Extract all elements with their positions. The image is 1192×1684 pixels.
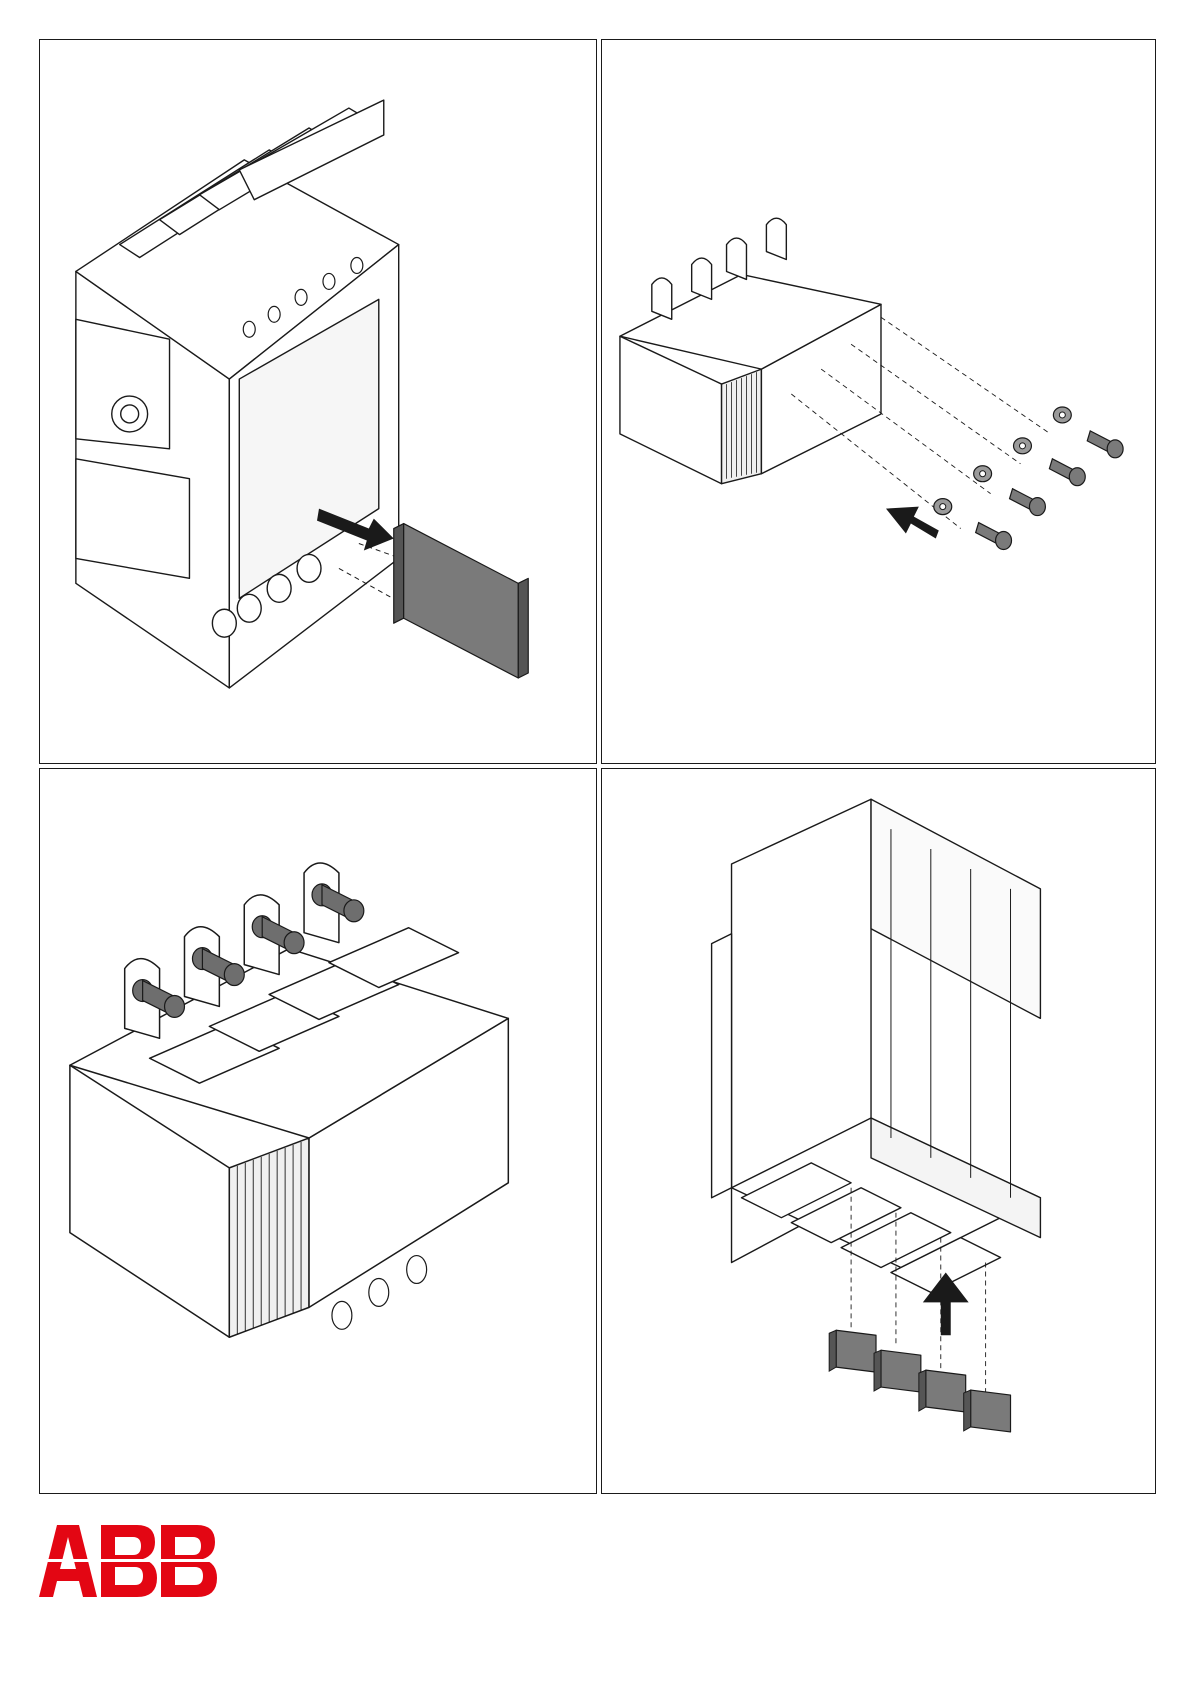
phase-separators-drawing [602, 769, 1155, 1493]
illustration-panel-1 [39, 39, 597, 764]
screws-insertion-drawing [602, 40, 1155, 763]
illustration-panel-2 [601, 39, 1156, 764]
breaker-cover-removal-drawing [40, 40, 596, 763]
screws-fitted-drawing [40, 769, 596, 1493]
abb-logo-mark [39, 1525, 219, 1597]
abb-logo [39, 1525, 219, 1597]
illustration-panel-4 [601, 768, 1156, 1494]
illustration-panel-3 [39, 768, 597, 1494]
